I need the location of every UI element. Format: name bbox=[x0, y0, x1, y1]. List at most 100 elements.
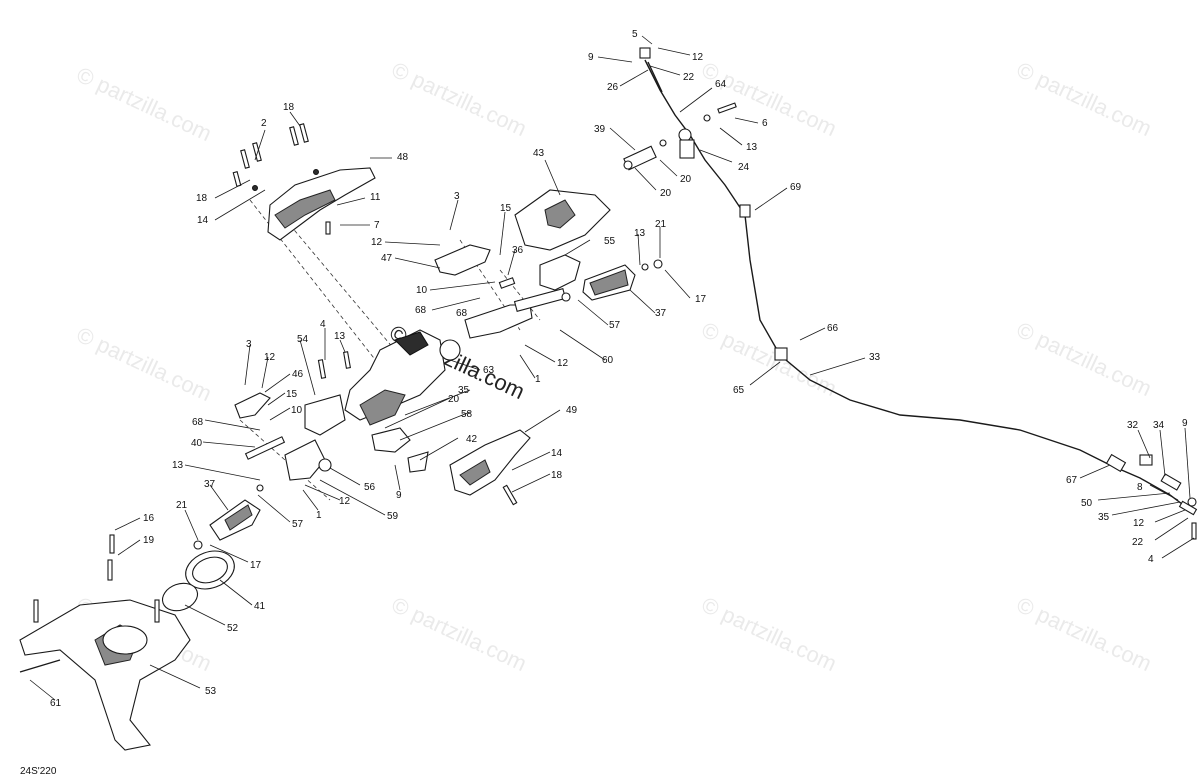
callout-53: 53 bbox=[205, 686, 217, 697]
callout-17: 17 bbox=[250, 560, 262, 571]
knob-63 bbox=[439, 339, 461, 361]
lever-40 bbox=[244, 436, 286, 460]
nut bbox=[252, 185, 258, 191]
callout-24: 24 bbox=[738, 162, 750, 173]
watermark: © partzilla.com bbox=[1013, 57, 1156, 141]
callout-21: 21 bbox=[655, 219, 667, 230]
callout-42: 42 bbox=[466, 434, 478, 445]
cable-sleeve-67 bbox=[1105, 453, 1127, 473]
callout-7: 7 bbox=[374, 220, 380, 231]
callout-67: 67 bbox=[1066, 475, 1078, 486]
washer bbox=[703, 114, 711, 122]
callout-57: 57 bbox=[292, 519, 304, 530]
ring-56 bbox=[318, 458, 332, 472]
bracket-55 bbox=[539, 254, 581, 291]
leader-lines bbox=[29, 35, 1195, 701]
callout-3: 3 bbox=[454, 191, 460, 202]
callout-52: 52 bbox=[227, 623, 239, 634]
callout-57: 57 bbox=[609, 320, 621, 331]
screw-6 bbox=[717, 102, 737, 114]
cable-end-fitting bbox=[639, 47, 651, 59]
callout-15: 15 bbox=[286, 389, 298, 400]
callout-14: 14 bbox=[197, 215, 209, 226]
watermark: © partzilla.com bbox=[698, 317, 841, 401]
callout-43: 43 bbox=[533, 148, 545, 159]
bolt-13 bbox=[343, 351, 351, 369]
washer-13 bbox=[641, 263, 649, 271]
watermark: © partzilla.com bbox=[1013, 592, 1156, 676]
lower-steering bbox=[19, 534, 235, 751]
bracket-49 bbox=[449, 429, 531, 506]
callout-63: 63 bbox=[483, 365, 495, 376]
callout-41: 41 bbox=[254, 601, 266, 612]
callout-11: 11 bbox=[370, 192, 381, 203]
watermark: © partzilla.com bbox=[698, 592, 841, 676]
watermark: © partzilla.com bbox=[388, 57, 531, 141]
bolt bbox=[154, 599, 160, 623]
callout-48: 48 bbox=[397, 152, 409, 163]
callout-8: 8 bbox=[1137, 482, 1143, 493]
watermark: © partzilla.com bbox=[388, 592, 531, 676]
callout-34: 34 bbox=[1153, 420, 1165, 431]
housing-59 bbox=[284, 439, 326, 481]
bolt-19 bbox=[107, 559, 113, 581]
callout-12: 12 bbox=[371, 237, 383, 248]
bolt-18 bbox=[502, 484, 518, 506]
callout-20: 20 bbox=[448, 394, 460, 405]
watermark: © partzilla.com bbox=[73, 322, 216, 406]
callout-13: 13 bbox=[746, 142, 758, 153]
callout-6: 6 bbox=[762, 118, 768, 129]
callout-12: 12 bbox=[264, 352, 276, 363]
right-grip-assembly bbox=[434, 244, 663, 339]
bracket-54 bbox=[304, 394, 346, 436]
callout-49: 49 bbox=[566, 405, 578, 416]
callout-69: 69 bbox=[790, 182, 802, 193]
callout-22: 22 bbox=[1132, 537, 1144, 548]
bolt-4 bbox=[317, 359, 327, 379]
nut-9 bbox=[1187, 497, 1197, 507]
callout-12: 12 bbox=[339, 496, 351, 507]
callout-64: 64 bbox=[715, 79, 727, 90]
washer bbox=[659, 139, 667, 147]
callout-12: 12 bbox=[692, 52, 704, 63]
callout-9: 9 bbox=[396, 490, 402, 501]
callout-65: 65 bbox=[733, 385, 745, 396]
cable-end-34 bbox=[1160, 473, 1182, 491]
cable-adjuster bbox=[679, 139, 695, 159]
plug-21 bbox=[193, 540, 203, 550]
callout-61: 61 bbox=[50, 698, 62, 709]
watermark: © partzilla.com bbox=[698, 57, 841, 141]
callout-68: 68 bbox=[415, 305, 427, 316]
callout-13: 13 bbox=[334, 331, 346, 342]
callout-20: 20 bbox=[660, 188, 672, 199]
watermark: © partzilla.com bbox=[1013, 317, 1156, 401]
callout-13: 13 bbox=[634, 228, 646, 239]
throttle-cable bbox=[623, 47, 1198, 540]
bolt-2 bbox=[240, 149, 250, 169]
callout-36: 36 bbox=[512, 245, 524, 256]
callout-59: 59 bbox=[387, 511, 399, 522]
bolt-18 bbox=[289, 126, 299, 146]
callout-39: 39 bbox=[594, 124, 606, 135]
callout-18: 18 bbox=[283, 102, 295, 113]
callout-22: 22 bbox=[683, 72, 695, 83]
callout-13: 13 bbox=[172, 460, 184, 471]
throttle-housing-60 bbox=[464, 304, 533, 339]
callout-14: 14 bbox=[551, 448, 563, 459]
callout-68: 68 bbox=[456, 308, 468, 319]
lever-36 bbox=[498, 277, 516, 289]
washer bbox=[623, 160, 633, 170]
clamp-52 bbox=[161, 582, 199, 612]
callout-12: 12 bbox=[1133, 518, 1145, 529]
clamp-58 bbox=[371, 427, 411, 453]
callout-16: 16 bbox=[143, 513, 155, 524]
plug-21 bbox=[653, 259, 663, 269]
ring-57 bbox=[256, 484, 264, 492]
callout-37: 37 bbox=[204, 479, 216, 490]
bracket-assembly-48 bbox=[232, 123, 376, 241]
callout-19: 19 bbox=[143, 535, 155, 546]
callout-21: 21 bbox=[176, 500, 188, 511]
callout-40: 40 bbox=[191, 438, 203, 449]
callout-labels: 5 12 9 22 26 64 6 39 13 24 20 20 69 43 1… bbox=[50, 29, 1188, 709]
callout-17: 17 bbox=[695, 294, 707, 305]
